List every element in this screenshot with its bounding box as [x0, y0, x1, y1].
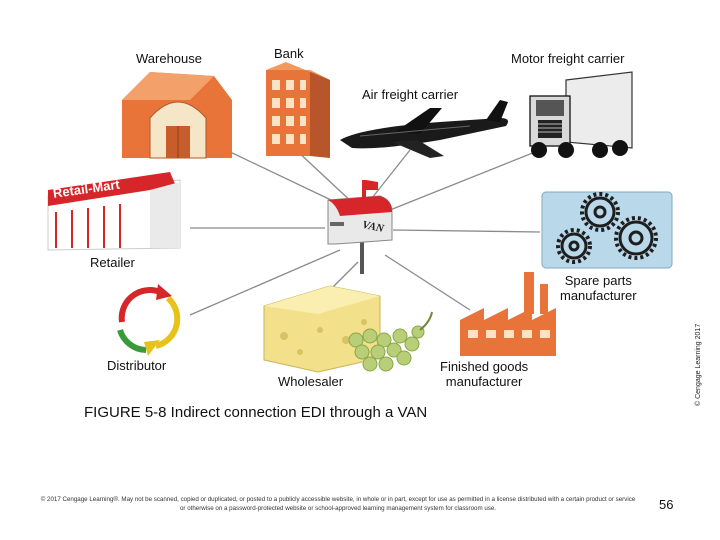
distributor-cycle-illustration [117, 284, 181, 356]
bank-illustration [266, 62, 330, 158]
connection-lines [189, 139, 546, 316]
line-bank [295, 149, 356, 206]
line-motor-freight [389, 147, 546, 211]
copyright-notice: © 2017 Cengage Learning®. May not be sca… [40, 496, 636, 512]
motor-freight-label: Motor freight carrier [511, 51, 625, 66]
air-freight-label: Air freight carrier [362, 87, 459, 102]
spare-parts-line2: manufacturer [560, 288, 637, 303]
truck-illustration [529, 71, 633, 158]
spare-parts-label: Spare parts manufacturer [560, 273, 637, 303]
retailer-label: Retailer [90, 255, 135, 270]
warehouse-label: Warehouse [136, 51, 202, 66]
warehouse-illustration [122, 72, 232, 159]
line-wholesaler [329, 261, 359, 291]
page-number: 56 [659, 497, 674, 512]
finished-goods-line1: Finished goods [440, 359, 529, 374]
line-distributor [189, 249, 341, 316]
figure-caption: FIGURE 5-8 Indirect connection EDI throu… [84, 404, 428, 421]
bank-label: Bank [274, 46, 304, 61]
factory-illustration [460, 272, 556, 356]
line-finished-goods [384, 254, 471, 311]
wholesaler-label: Wholesaler [278, 374, 344, 389]
cheese-grapes-illustration [263, 285, 433, 373]
line-air-freight [371, 149, 411, 199]
retail-mart-illustration [47, 172, 181, 251]
airplane-illustration [340, 100, 508, 158]
van-mailbox-illustration [327, 180, 393, 274]
finished-goods-label: Finished goods manufacturer [440, 359, 528, 389]
spare-parts-illustration [541, 191, 673, 269]
side-credit: © Cengage Learning 2017 [695, 323, 702, 406]
finished-goods-line2: manufacturer [445, 374, 523, 389]
distributor-label: Distributor [107, 358, 167, 373]
spare-parts-line1: Spare parts [564, 273, 632, 288]
line-spare-parts [392, 229, 541, 233]
